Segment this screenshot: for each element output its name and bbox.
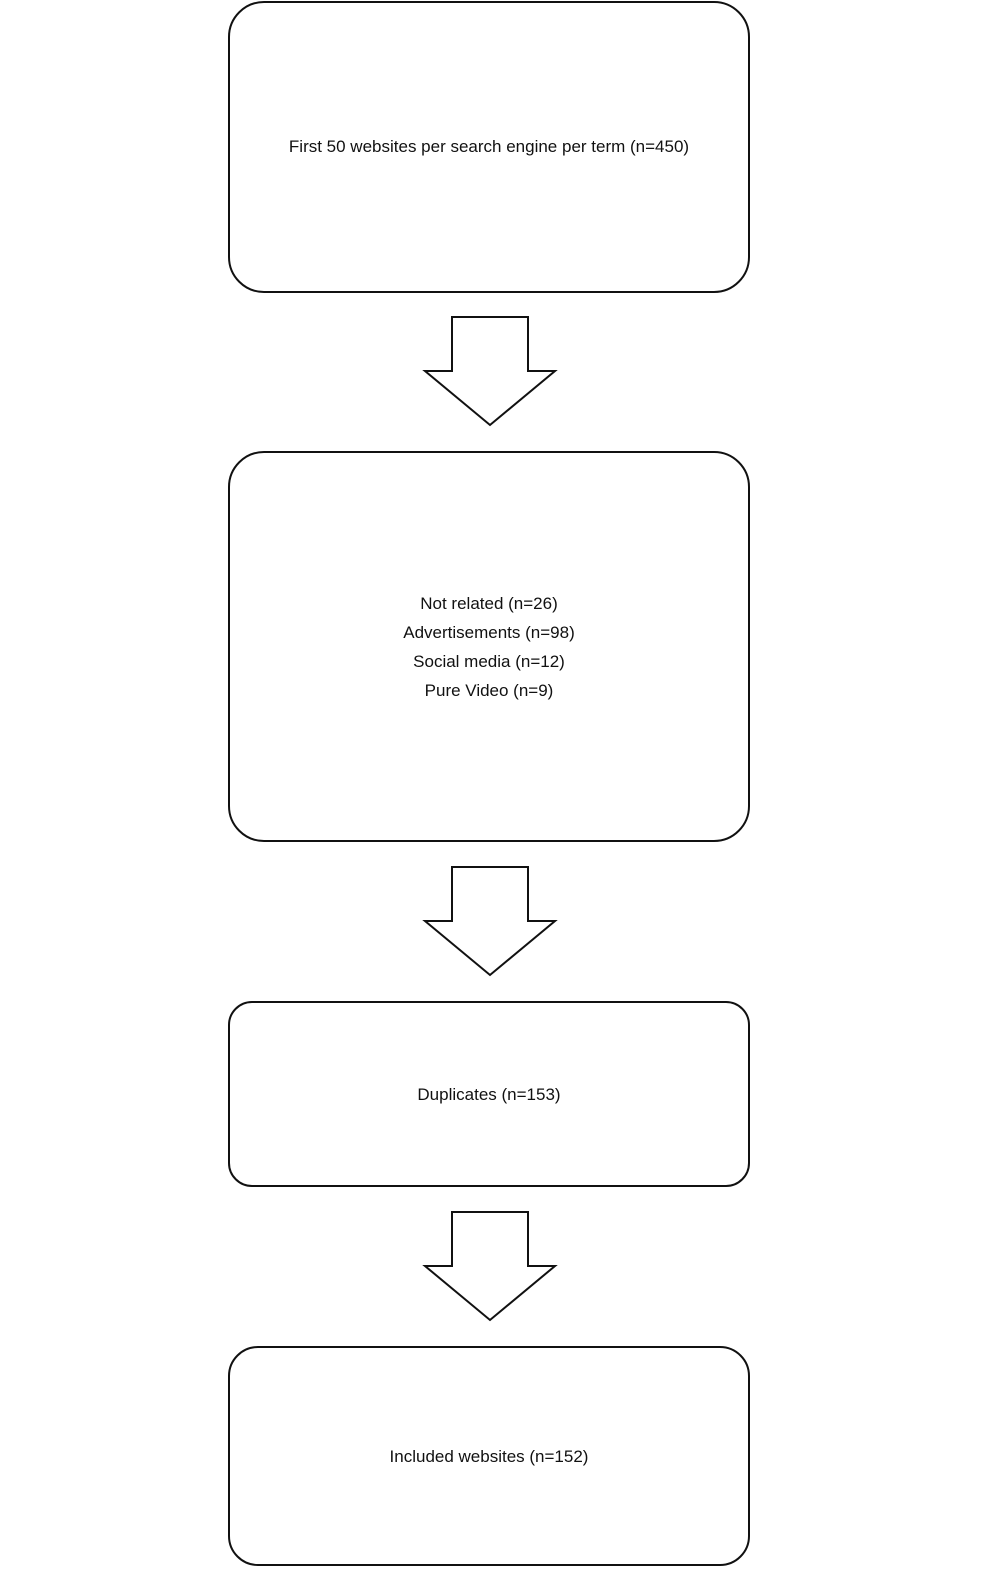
flow-box-exclusions: Not related (n=26) Advertisements (n=98)…	[228, 451, 750, 842]
flow-box-initial-websites: First 50 websites per search engine per …	[228, 1, 750, 293]
down-arrow-icon	[422, 866, 558, 977]
flow-box-text: Not related (n=26)	[420, 593, 558, 613]
flow-box-text: Pure Video (n=9)	[424, 680, 554, 700]
flow-box-duplicates: Duplicates (n=153)	[228, 1001, 750, 1187]
flow-box-text: First 50 websites per search engine per …	[288, 136, 690, 156]
flow-box-text: Advertisements (n=98)	[403, 622, 575, 642]
flow-box-text: Duplicates (n=153)	[417, 1084, 561, 1104]
flow-box-included: Included websites (n=152)	[228, 1346, 750, 1566]
down-arrow-icon	[422, 316, 558, 427]
flow-box-text: Social media (n=12)	[413, 651, 565, 671]
down-arrow-icon	[422, 1211, 558, 1322]
flow-box-text: Included websites (n=152)	[389, 1446, 589, 1466]
